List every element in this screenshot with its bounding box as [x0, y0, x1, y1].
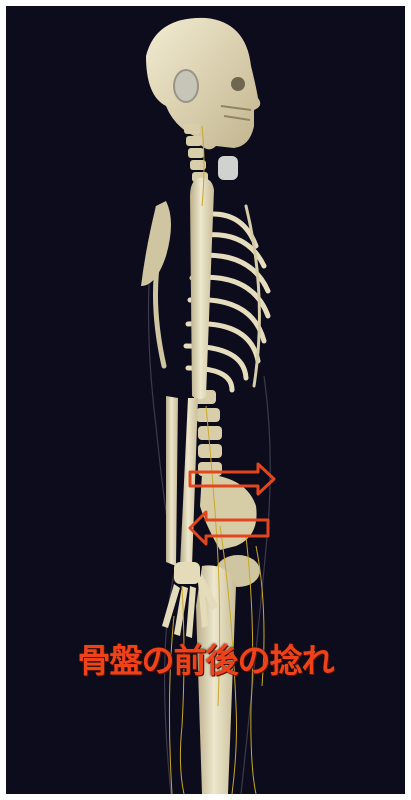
skull	[146, 18, 260, 149]
image-frame: 骨盤の前後の捻れ	[6, 6, 405, 794]
caption-text: 骨盤の前後の捻れ	[6, 634, 405, 682]
